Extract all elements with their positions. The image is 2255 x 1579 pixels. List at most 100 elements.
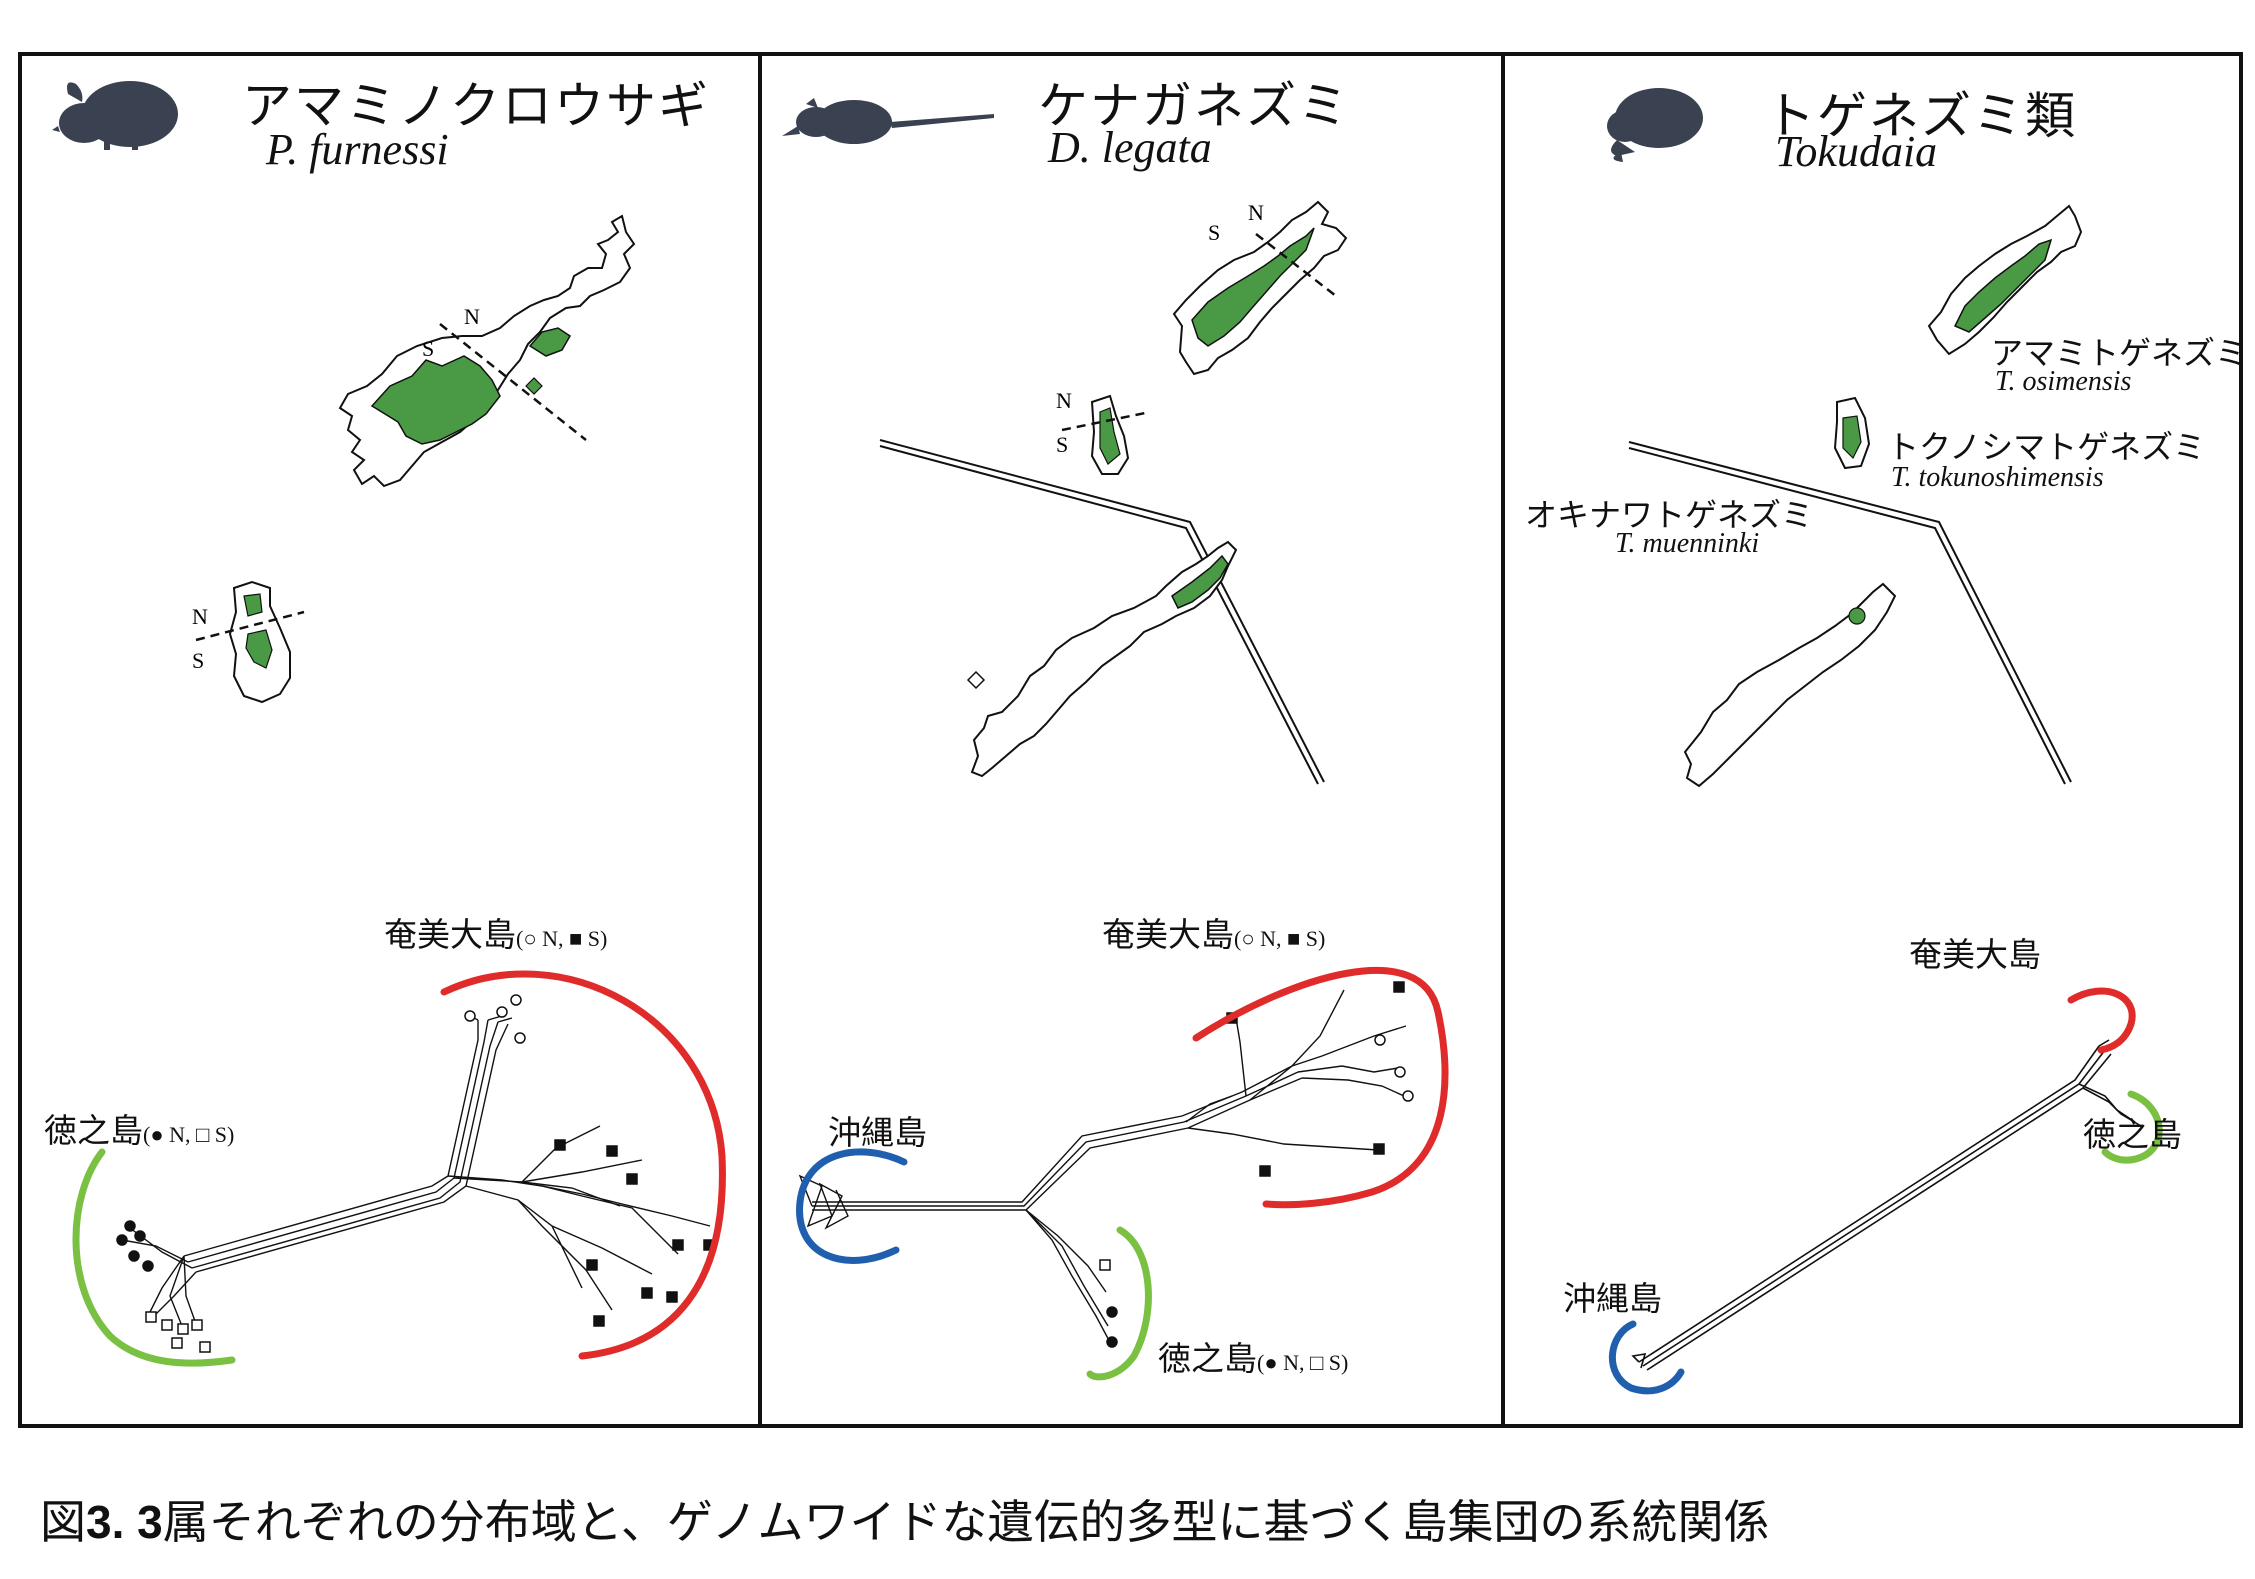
node-tokunoshima-n xyxy=(1106,1306,1118,1318)
node-amami-s xyxy=(554,1139,566,1151)
amami-habitat-south xyxy=(370,355,501,445)
node-amami-n xyxy=(1402,1090,1414,1102)
tokunoshima-island-map: N S xyxy=(192,580,305,704)
panel-rabbit: N S N S xyxy=(22,56,758,1424)
amami-cluster-arc xyxy=(440,970,726,1360)
rat-nodes xyxy=(1099,981,1414,1348)
label-amami: 奄美大島 xyxy=(1909,935,2041,974)
legend-tokunoshima: (● N, □ S) xyxy=(143,1122,235,1147)
node-amami-s xyxy=(586,1259,598,1271)
panel-rat-graphics: N S N S xyxy=(782,98,1449,1381)
node-amami-s xyxy=(1259,1165,1271,1177)
panel-divider xyxy=(758,52,762,1428)
caption-count: 3 xyxy=(137,1496,163,1548)
legend-amami: (○ N, ■ S) xyxy=(516,926,608,951)
tokunoshima-cluster-arc xyxy=(1086,1226,1152,1381)
amami-n-label: N xyxy=(464,304,480,329)
legend-tokunoshima: (● N, □ S) xyxy=(1257,1350,1349,1375)
svg-text:N: N xyxy=(192,604,208,629)
species-name-sci: Tokudaia xyxy=(1775,127,1938,176)
okinawa-cluster-arc xyxy=(1609,1320,1685,1395)
panel-tokudaia-graphics xyxy=(1607,88,2163,1395)
figure-caption: 図3. 3属それぞれの分布域と、ゲノムワイドな遺伝的多型に基づく島集団の系統関係 xyxy=(40,1486,1770,1552)
svg-text:N: N xyxy=(1248,200,1264,225)
node-amami-s xyxy=(641,1287,653,1299)
node-amami-n xyxy=(510,994,522,1006)
tokudaia-network-tree xyxy=(1631,1039,2142,1371)
label-okinawa: 沖縄島 xyxy=(1563,1279,1662,1318)
node-tokunoshima-s xyxy=(171,1337,183,1349)
spiny-rat-silhouette-icon xyxy=(1607,88,1703,162)
node-amami-s xyxy=(1373,1143,1385,1155)
label-tokunoshima: 徳之島 xyxy=(2083,1115,2182,1154)
species-name-sci: D. legata xyxy=(1048,123,1212,172)
species-name-ja: ケナガネズミ xyxy=(1038,77,1350,135)
panel-rabbit-graphics: N S N S xyxy=(52,81,726,1367)
caption-number: 3 xyxy=(86,1496,112,1548)
node-tokunoshima-n xyxy=(116,1234,128,1246)
label-okinawa: 沖縄島 xyxy=(828,1113,927,1152)
okinawa-island-map xyxy=(1683,582,1897,788)
caption-separator: . xyxy=(111,1496,138,1548)
node-amami-s xyxy=(1393,981,1405,993)
node-amami-s xyxy=(626,1173,638,1185)
amami-ns-boundary xyxy=(439,323,587,441)
node-amami-s xyxy=(593,1315,605,1327)
species-muenninki-ja: オキナワトゲネズミ xyxy=(1525,496,1814,534)
node-tokunoshima-s xyxy=(161,1319,173,1331)
label-amami: 奄美大島(○ N, ■ S) xyxy=(1102,915,1326,954)
node-amami-s xyxy=(672,1239,684,1251)
node-tokunoshima-s xyxy=(191,1319,203,1331)
node-tokunoshima-s xyxy=(177,1323,189,1335)
label-amami: 奄美大島(○ N, ■ S) xyxy=(384,915,608,954)
species-name-ja: アマミノクロウサギ xyxy=(242,77,710,135)
node-tokunoshima-n xyxy=(134,1230,146,1242)
amami-cluster-arc xyxy=(1192,967,1449,1209)
node-tokunoshima-s xyxy=(199,1341,211,1353)
node-amami-n xyxy=(464,1010,476,1022)
node-tokunoshima-n xyxy=(142,1260,154,1272)
caption-text: 属それぞれの分布域と、ゲノムワイドな遺伝的多型に基づく島集団の系統関係 xyxy=(162,1495,1770,1549)
node-tokunoshima-n xyxy=(124,1220,136,1232)
node-tokunoshima-n xyxy=(1106,1336,1118,1348)
amami-island-map: N S xyxy=(1172,200,1348,376)
okinawa-cluster-arc xyxy=(796,1148,908,1264)
node-amami-n xyxy=(496,1006,508,1018)
label-tokunoshima: 徳之島(● N, □ S) xyxy=(44,1111,235,1150)
rabbit-silhouette-icon xyxy=(52,81,178,150)
node-tokunoshima-s xyxy=(1099,1259,1111,1271)
species-name-ja: トゲネズミ類 xyxy=(1765,87,2077,145)
amami-cluster-arc xyxy=(2067,987,2136,1054)
node-amami-s xyxy=(606,1145,618,1157)
tokunoshima-island-map: N S xyxy=(1056,388,1151,475)
rat-network-tree xyxy=(798,989,1407,1347)
rabbit-network-tree xyxy=(121,1015,711,1327)
node-amami-n xyxy=(514,1032,526,1044)
panel-divider xyxy=(1501,52,1505,1428)
species-osimensis-ja: アマミトゲネズミ xyxy=(1991,334,2248,372)
panel-tokudaia: トゲネズミ類 Tokudaia アマミトゲネズミ T. osimensis トク… xyxy=(1505,56,2247,1424)
node-amami-n xyxy=(1394,1066,1406,1078)
legend-amami: (○ N, ■ S) xyxy=(1234,926,1326,951)
biogeographic-boundary-line xyxy=(879,439,1325,785)
tokunoshima-cluster-arc xyxy=(2101,1090,2163,1164)
species-muenninki-sci: T. muenninki xyxy=(1615,528,1760,559)
amami-island-map xyxy=(1927,204,2083,356)
species-tokunoshimensis-sci: T. tokunoshimensis xyxy=(1891,462,2104,493)
svg-text:S: S xyxy=(192,648,204,673)
rabbit-nodes xyxy=(116,994,715,1353)
caption-prefix: 図 xyxy=(40,1495,86,1549)
panel-rat: N S N S xyxy=(762,56,1501,1424)
node-amami-n xyxy=(1374,1034,1386,1046)
tokunoshima-island-map xyxy=(1833,396,1871,470)
species-name-sci: P. furnessi xyxy=(266,125,449,174)
svg-text:S: S xyxy=(1056,432,1068,457)
node-tokunoshima-s xyxy=(145,1311,157,1323)
species-tokunoshimensis-ja: トクノシマトゲネズミ xyxy=(1887,428,2206,466)
label-tokunoshima: 徳之島(● N, □ S) xyxy=(1158,1339,1349,1378)
okinawa-island-map xyxy=(966,540,1238,778)
svg-text:S: S xyxy=(1208,220,1220,245)
amami-s-label: S xyxy=(422,336,434,361)
figure-frame xyxy=(18,52,2243,1428)
